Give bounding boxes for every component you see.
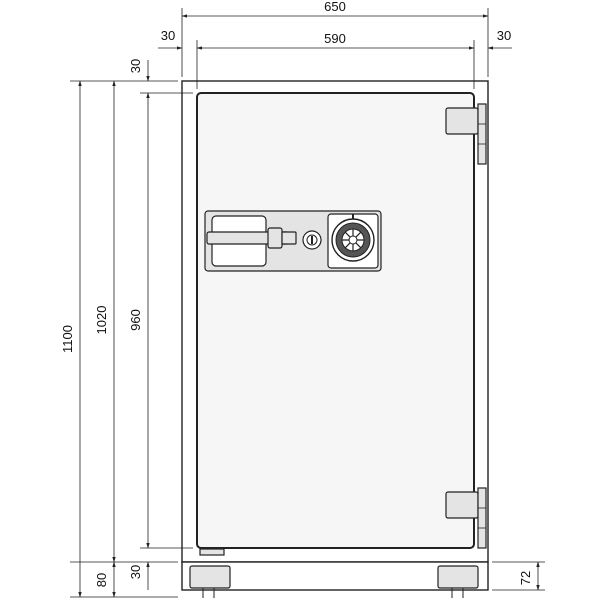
label-base-height: 80: [94, 573, 109, 587]
label-total-height: 1100: [60, 325, 75, 353]
label-door-height: 960: [128, 309, 143, 331]
lever-handle-icon[interactable]: [206, 215, 297, 267]
hinge-icon: [445, 487, 487, 549]
label-inner-width: 590: [324, 31, 346, 46]
dimension-labels: 650 590 30 30 1100 1020 960 30 30 80 72: [60, 0, 533, 587]
foot-right: [437, 565, 479, 589]
label-left-margin: 30: [161, 28, 175, 43]
combination-dial-icon[interactable]: [331, 214, 375, 262]
base-plinth: [181, 561, 489, 591]
door[interactable]: [196, 92, 475, 549]
label-total-width: 650: [324, 0, 346, 14]
keyhole-icon[interactable]: [302, 230, 322, 250]
foot-left: [189, 565, 231, 589]
label-right-margin: 30: [497, 28, 511, 43]
nameplate: [199, 548, 225, 556]
label-body-height: 1020: [94, 306, 109, 335]
hinge-icon: [445, 103, 487, 165]
label-foot-height: 72: [518, 571, 533, 585]
label-bottom-margin: 30: [128, 565, 143, 579]
dimension-lines: [70, 8, 545, 598]
safe-body: [181, 80, 489, 598]
label-top-margin: 30: [128, 59, 143, 73]
